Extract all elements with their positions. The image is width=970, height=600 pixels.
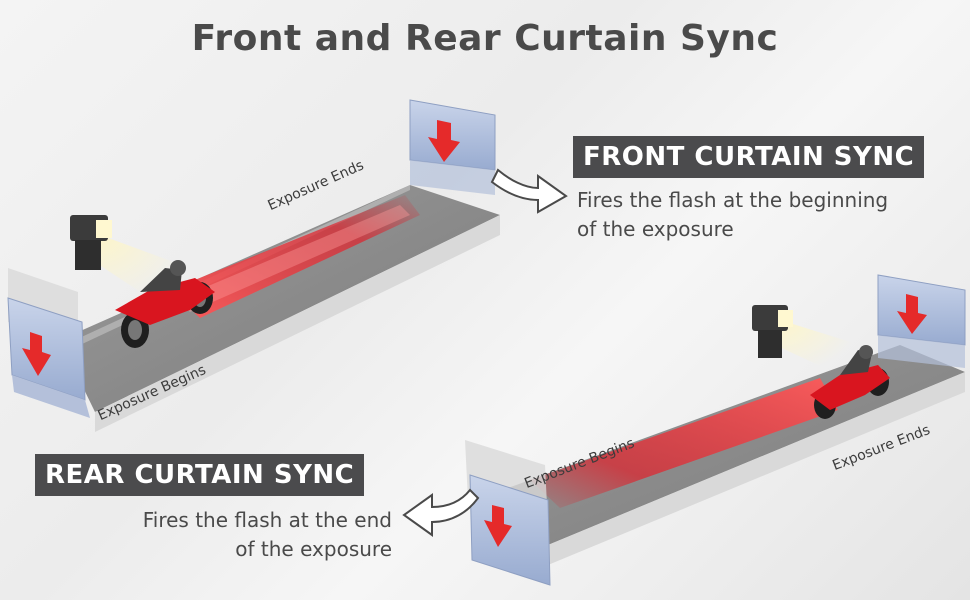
down-arrow-icon <box>428 120 460 162</box>
rear-curtain-heading: REAR CURTAIN SYNC <box>35 454 365 496</box>
front-top-curtain <box>409 99 496 195</box>
front-curtain-scene <box>7 99 568 432</box>
down-arrow-icon <box>484 505 512 547</box>
rear-desc-line-2: of the exposure <box>235 537 392 561</box>
front-curtain-description: Fires the flash at the beginning of the … <box>577 186 888 244</box>
down-arrow-icon <box>897 294 927 334</box>
camera-flash-icon <box>752 305 860 375</box>
rear-bottom-curtain <box>465 440 551 586</box>
rear-desc-line-1: Fires the flash at the end <box>142 508 392 532</box>
rear-curtain-description: Fires the flash at the end of the exposu… <box>143 506 392 564</box>
front-desc-line-2: of the exposure <box>577 217 734 241</box>
page-title: Front and Rear Curtain Sync <box>191 18 779 59</box>
curved-arrow-icon <box>490 168 568 214</box>
front-motion-streak <box>170 195 420 318</box>
front-curtain-heading: FRONT CURTAIN SYNC <box>573 136 925 178</box>
rear-motion-streak <box>530 378 838 508</box>
curved-arrow-icon <box>402 488 480 537</box>
front-floor <box>60 185 500 412</box>
rear-curtain-scene <box>402 274 966 586</box>
motorcycle-icon <box>115 260 215 348</box>
down-arrow-icon <box>22 332 51 376</box>
front-desc-line-1: Fires the flash at the beginning <box>577 188 889 212</box>
rear-top-curtain <box>877 274 966 368</box>
motorcycle-icon <box>810 345 890 419</box>
front-bottom-curtain <box>7 268 90 418</box>
